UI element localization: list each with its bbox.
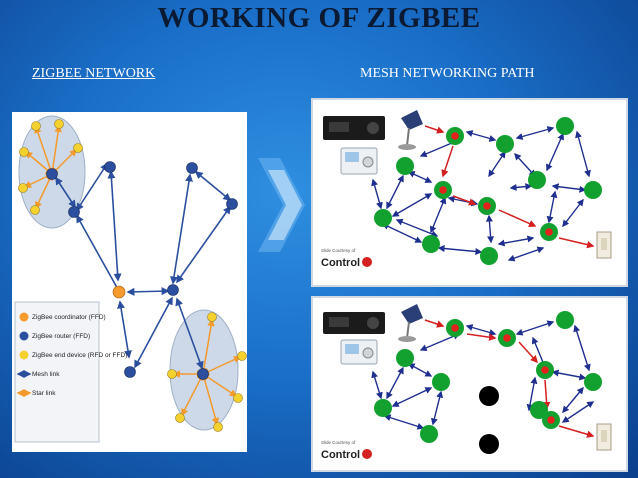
legend: ZigBee coordinator (FFD) ZigBee router (… <box>14 301 127 443</box>
mesh-path-diagram-top: Slide Courtesy of Control <box>311 98 628 287</box>
legend-label-end-device: ZigBee end device (RFD or FFD) <box>32 352 127 359</box>
slide-title: WORKING OF ZIGBEE <box>157 2 481 34</box>
wall-switch-icon <box>596 423 612 451</box>
control-logo: Slide Courtesy of Control <box>321 440 372 461</box>
av-receiver-icon <box>323 116 385 140</box>
credit-small-top: Slide Courtesy of <box>321 248 356 253</box>
legend-label-star-link: Star link <box>32 390 56 397</box>
thermostat-icon <box>340 147 378 175</box>
failed-node <box>479 386 499 454</box>
coordinator-node <box>112 285 126 299</box>
lamp-icon <box>398 110 423 150</box>
legend-label-router: ZigBee router (FFD) <box>32 333 90 340</box>
credit-small-bottom: Slide Courtesy of <box>321 440 356 445</box>
credit-brand-bottom: Control <box>321 449 360 461</box>
lamp-icon <box>398 304 423 342</box>
control-logo: Slide Courtesy of Control <box>321 248 372 269</box>
wall-switch-icon <box>596 231 612 259</box>
mesh-path-heading: MESH NETWORKING PATH <box>360 66 535 81</box>
mesh-path-diagram-bottom: Slide Courtesy of Control <box>311 296 628 472</box>
legend-label-mesh-link: Mesh link <box>32 371 60 378</box>
av-receiver-icon <box>323 312 385 334</box>
thermostat-icon <box>340 339 378 365</box>
legend-label-coordinator: ZigBee coordinator (FFD) <box>32 314 106 321</box>
credit-brand-top: Control <box>321 257 360 269</box>
chevron-arrow-icon <box>258 158 305 252</box>
router-node <box>46 168 58 180</box>
zigbee-network-heading: ZIGBEE NETWORK <box>32 66 156 81</box>
zigbee-network-diagram: ZigBee coordinator (FFD) ZigBee router (… <box>12 112 247 452</box>
